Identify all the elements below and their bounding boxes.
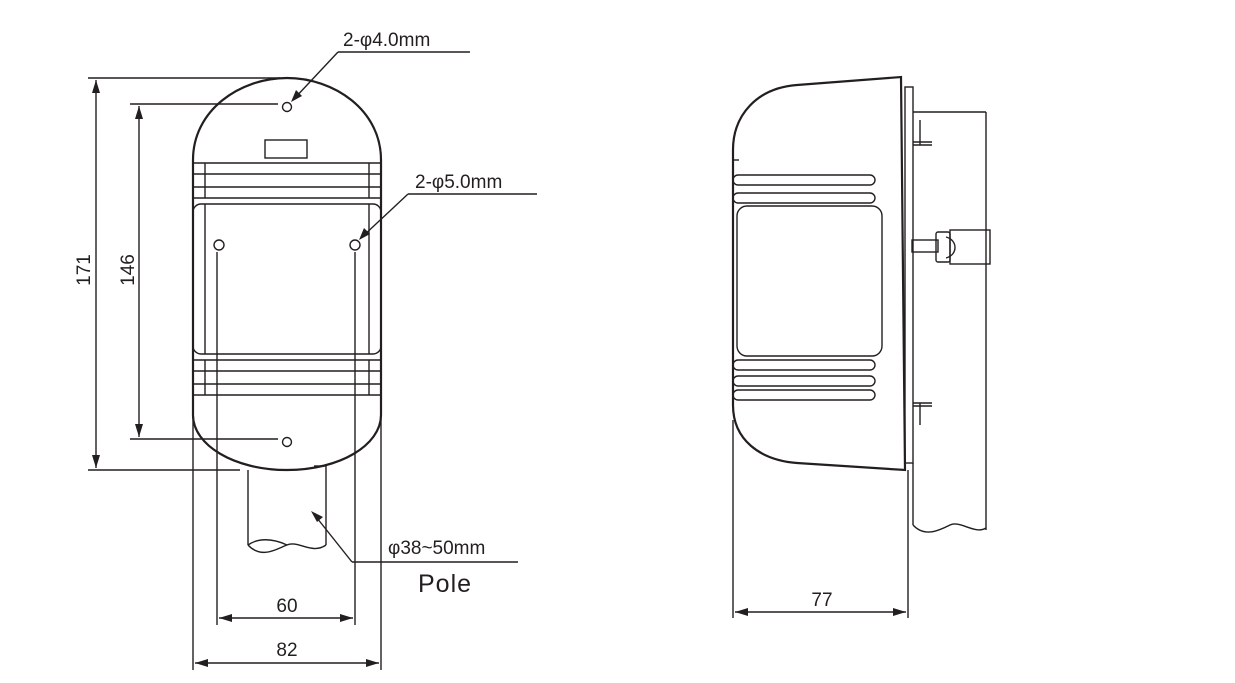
front-view: 171 146 60 82 [74,30,537,670]
leader-pole [311,511,518,563]
dim-82 [192,420,382,670]
upper-grille [193,162,381,199]
top-label-plate [264,139,308,159]
front-lens-window [192,203,382,355]
pole-clamp [911,229,991,265]
dim-146-label: 146 [118,254,139,286]
leader-side-holes [359,193,537,240]
dim-146 [130,103,278,440]
dim-82-label: 82 [276,640,297,661]
side-housing-outline [731,75,907,472]
side-lower-slots [732,359,876,401]
lower-grille [193,359,381,396]
hole-right [349,239,361,251]
dim-60 [216,252,356,625]
pole-side [912,111,987,533]
side-view: 77 [731,75,991,618]
label-side-holes: 2-φ5.0mm [415,172,502,193]
label-pole: Pole [418,570,472,598]
pole-front [247,465,327,554]
mounting-plate [904,86,914,464]
hole-left [213,239,225,251]
label-pole-diameter: φ38~50mm [388,538,485,559]
label-top-holes: 2-φ4.0mm [343,30,430,51]
side-lens [736,205,883,357]
leader-top-holes [291,51,470,102]
dim-171-label: 171 [74,254,95,286]
hole-top [281,101,293,113]
dim-77 [732,420,909,618]
dim-77-label: 77 [811,590,832,611]
dim-171 [88,77,280,471]
hole-bottom [281,436,293,448]
front-housing-outline [191,76,383,472]
side-upper-slots [732,159,876,204]
dim-60-label: 60 [276,596,297,617]
